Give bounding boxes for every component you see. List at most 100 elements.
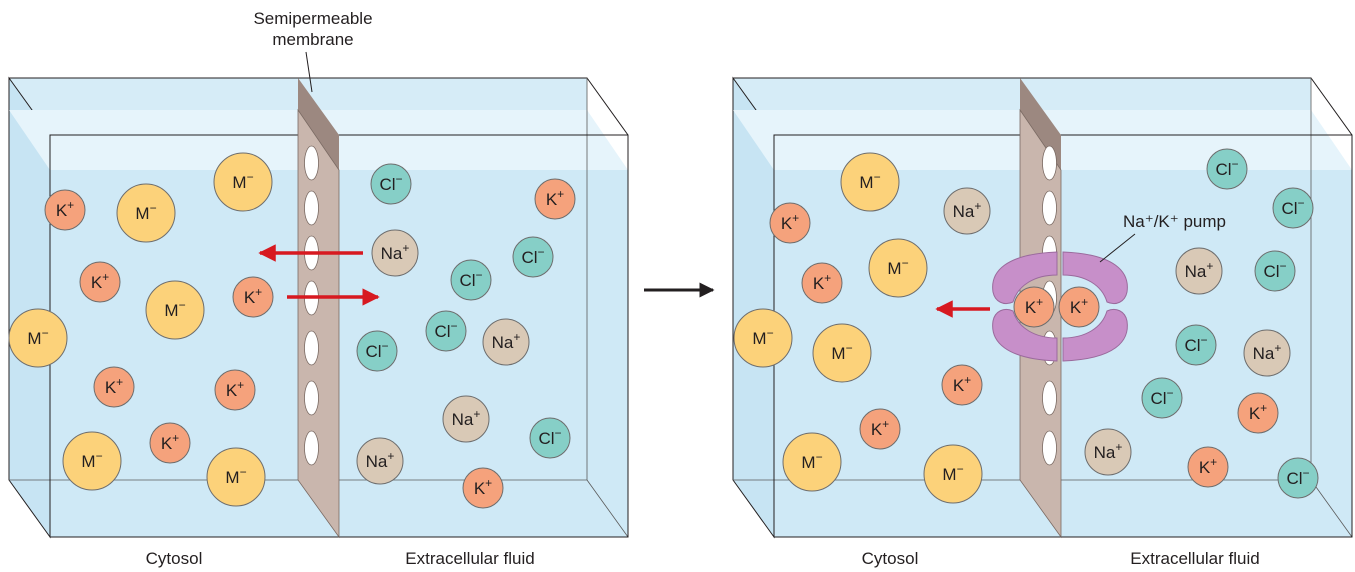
ion-m: M− bbox=[923, 444, 983, 504]
ion-na: Na+ bbox=[442, 395, 490, 443]
ion-cl: Cl− bbox=[1254, 250, 1296, 292]
na-k-pump bbox=[992, 251, 1128, 362]
ion-na: Na+ bbox=[1243, 329, 1291, 377]
ion-m: M− bbox=[145, 280, 205, 340]
ion-k: K+ bbox=[149, 422, 191, 464]
svg-text:K+: K+ bbox=[781, 211, 799, 233]
svg-text:M−: M− bbox=[887, 256, 908, 278]
svg-text:Na+: Na+ bbox=[381, 241, 410, 263]
ion-cl: Cl− bbox=[1175, 324, 1217, 366]
svg-text:Cl−: Cl− bbox=[1286, 466, 1309, 488]
left-extracellular-label: Extracellular fluid bbox=[405, 549, 534, 568]
ion-cl: Cl− bbox=[1141, 377, 1183, 419]
ion-k: K+ bbox=[801, 262, 843, 304]
membrane-pore bbox=[304, 430, 319, 466]
svg-text:Na+: Na+ bbox=[1253, 341, 1282, 363]
svg-text:Na+: Na+ bbox=[953, 199, 982, 221]
right-ion-group: M−Na+K+M−K+M−M−K+K+M−M−Cl−Cl−Na+Cl−Cl−Na… bbox=[733, 148, 1319, 504]
svg-text:M−: M− bbox=[135, 201, 156, 223]
svg-text:K+: K+ bbox=[871, 417, 889, 439]
svg-text:Cl−: Cl− bbox=[459, 268, 482, 290]
ion-m: M− bbox=[812, 323, 872, 383]
svg-text:K+: K+ bbox=[813, 271, 831, 293]
ion-k: K+ bbox=[769, 202, 811, 244]
pump-label: Na⁺/K⁺ pump bbox=[1123, 212, 1226, 231]
svg-text:M−: M− bbox=[27, 326, 48, 348]
ion-m: M− bbox=[62, 431, 122, 491]
svg-text:M−: M− bbox=[752, 326, 773, 348]
pump-ion-group: K+K+ bbox=[1013, 286, 1100, 328]
ion-na: Na+ bbox=[943, 187, 991, 235]
svg-text:Cl−: Cl− bbox=[538, 426, 561, 448]
svg-text:Cl−: Cl− bbox=[1150, 386, 1173, 408]
svg-text:Na+: Na+ bbox=[1185, 259, 1214, 281]
ion-k: K+ bbox=[941, 364, 983, 406]
svg-text:Cl−: Cl− bbox=[1184, 333, 1207, 355]
svg-text:K+: K+ bbox=[226, 378, 244, 400]
ion-m: M− bbox=[840, 152, 900, 212]
membrane-pore bbox=[304, 330, 319, 366]
ion-m: M− bbox=[206, 447, 266, 507]
svg-text:K+: K+ bbox=[474, 476, 492, 498]
svg-text:Na+: Na+ bbox=[366, 449, 395, 471]
ion-k: K+ bbox=[214, 369, 256, 411]
svg-text:M−: M− bbox=[859, 170, 880, 192]
ion-m: M− bbox=[116, 183, 176, 243]
ion-k: K+ bbox=[1237, 392, 1279, 434]
ion-k: K+ bbox=[1058, 286, 1100, 328]
left-cytosol-label: Cytosol bbox=[146, 549, 203, 568]
ion-cl: Cl− bbox=[356, 330, 398, 372]
membrane-pore bbox=[304, 145, 319, 181]
svg-text:M−: M− bbox=[831, 341, 852, 363]
svg-text:K+: K+ bbox=[91, 270, 109, 292]
svg-text:Cl−: Cl− bbox=[365, 339, 388, 361]
ion-cl: Cl− bbox=[1277, 457, 1319, 499]
ion-na: Na+ bbox=[482, 318, 530, 366]
svg-text:Na+: Na+ bbox=[452, 407, 481, 429]
membrane-label-line1: Semipermeable bbox=[253, 9, 372, 28]
svg-text:K+: K+ bbox=[1070, 295, 1088, 317]
svg-text:Na+: Na+ bbox=[492, 330, 521, 352]
ion-na: Na+ bbox=[1175, 247, 1223, 295]
membrane-label-line2: membrane bbox=[272, 30, 353, 49]
svg-text:Cl−: Cl− bbox=[1215, 157, 1238, 179]
svg-text:Cl−: Cl− bbox=[379, 172, 402, 194]
right-cytosol-label: Cytosol bbox=[862, 549, 919, 568]
svg-text:K+: K+ bbox=[1249, 401, 1267, 423]
svg-text:M−: M− bbox=[81, 449, 102, 471]
left-membrane bbox=[297, 78, 340, 539]
ion-na: Na+ bbox=[371, 229, 419, 277]
svg-text:K+: K+ bbox=[953, 373, 971, 395]
ion-k: K+ bbox=[534, 178, 576, 220]
svg-text:M−: M− bbox=[225, 465, 246, 487]
membrane-pore bbox=[304, 380, 319, 416]
right-extracellular-label: Extracellular fluid bbox=[1130, 549, 1259, 568]
svg-text:Cl−: Cl− bbox=[1281, 196, 1304, 218]
ion-k: K+ bbox=[93, 366, 135, 408]
ion-m: M− bbox=[782, 432, 842, 492]
svg-text:K+: K+ bbox=[546, 187, 564, 209]
ion-cl: Cl− bbox=[1272, 187, 1314, 229]
pump-label-leader bbox=[1099, 233, 1136, 263]
svg-text:M−: M− bbox=[801, 450, 822, 472]
ion-k: K+ bbox=[232, 276, 274, 318]
svg-text:K+: K+ bbox=[161, 431, 179, 453]
membrane-pore bbox=[304, 190, 319, 226]
ion-k: K+ bbox=[79, 261, 121, 303]
svg-text:Cl−: Cl− bbox=[1263, 259, 1286, 281]
svg-text:K+: K+ bbox=[56, 198, 74, 220]
svg-text:Na+: Na+ bbox=[1094, 440, 1123, 462]
svg-text:Cl−: Cl− bbox=[521, 245, 544, 267]
ion-m: M− bbox=[8, 308, 68, 368]
ion-m: M− bbox=[733, 308, 793, 368]
svg-text:K+: K+ bbox=[105, 375, 123, 397]
svg-text:M−: M− bbox=[164, 298, 185, 320]
ion-cl: Cl− bbox=[370, 163, 412, 205]
ion-m: M− bbox=[868, 238, 928, 298]
ion-k: K+ bbox=[859, 408, 901, 450]
ion-m: M− bbox=[213, 152, 273, 212]
ion-cl: Cl− bbox=[1206, 148, 1248, 190]
ion-cl: Cl− bbox=[529, 417, 571, 459]
membrane-pore bbox=[1042, 190, 1057, 226]
